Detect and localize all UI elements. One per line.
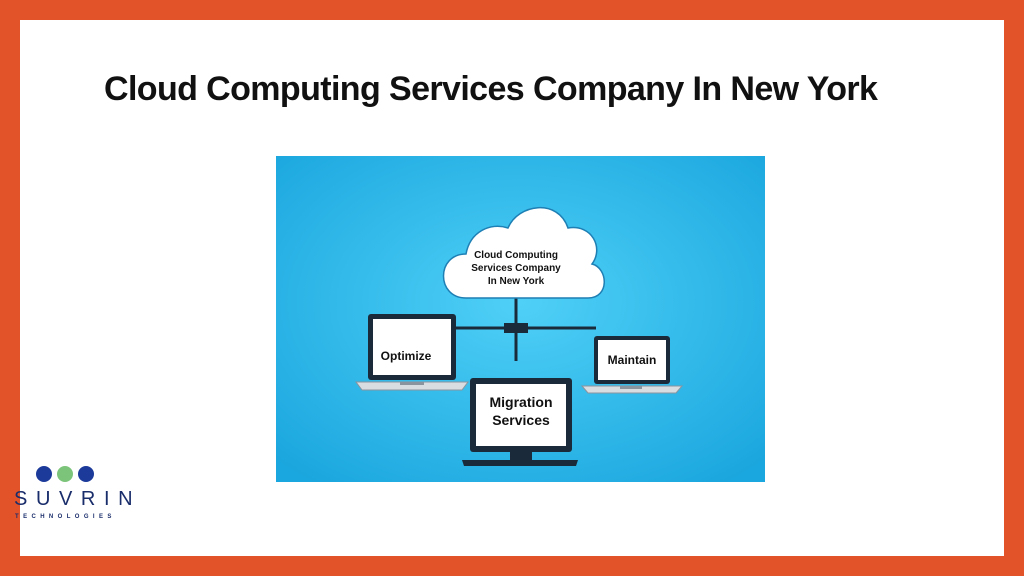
laptop-left-icon bbox=[355, 314, 469, 391]
network-hub-icon bbox=[504, 323, 528, 333]
monitor-label-line2: Services bbox=[492, 412, 550, 428]
logo-wordmark: SUVRIN bbox=[14, 488, 142, 510]
monitor-label-line1: Migration bbox=[490, 394, 553, 410]
logo-dot-3 bbox=[78, 466, 94, 482]
company-logo: SUVRIN TECHNOLOGIES bbox=[12, 464, 172, 544]
laptop-right-label: Maintain bbox=[608, 353, 657, 367]
slide-title: Cloud Computing Services Company In New … bbox=[104, 70, 878, 108]
laptop-left-label: Optimize bbox=[381, 349, 432, 363]
cloud-services-illustration: Cloud Computing Services Company In New … bbox=[276, 156, 765, 482]
laptop-right-icon bbox=[580, 336, 684, 394]
cloud-label-line3: In New York bbox=[488, 276, 545, 287]
illustration-svg: Cloud Computing Services Company In New … bbox=[276, 156, 765, 482]
cloud-icon bbox=[442, 207, 605, 299]
cloud-label-line2: Services Company bbox=[471, 263, 561, 274]
logo-dot-2 bbox=[57, 466, 73, 482]
logo-dot-1 bbox=[36, 466, 52, 482]
slide-content-area: Cloud Computing Services Company In New … bbox=[20, 20, 1004, 556]
cloud-label-line1: Cloud Computing bbox=[474, 250, 558, 261]
monitor-icon bbox=[462, 378, 578, 466]
logo-tagline: TECHNOLOGIES bbox=[15, 514, 116, 520]
